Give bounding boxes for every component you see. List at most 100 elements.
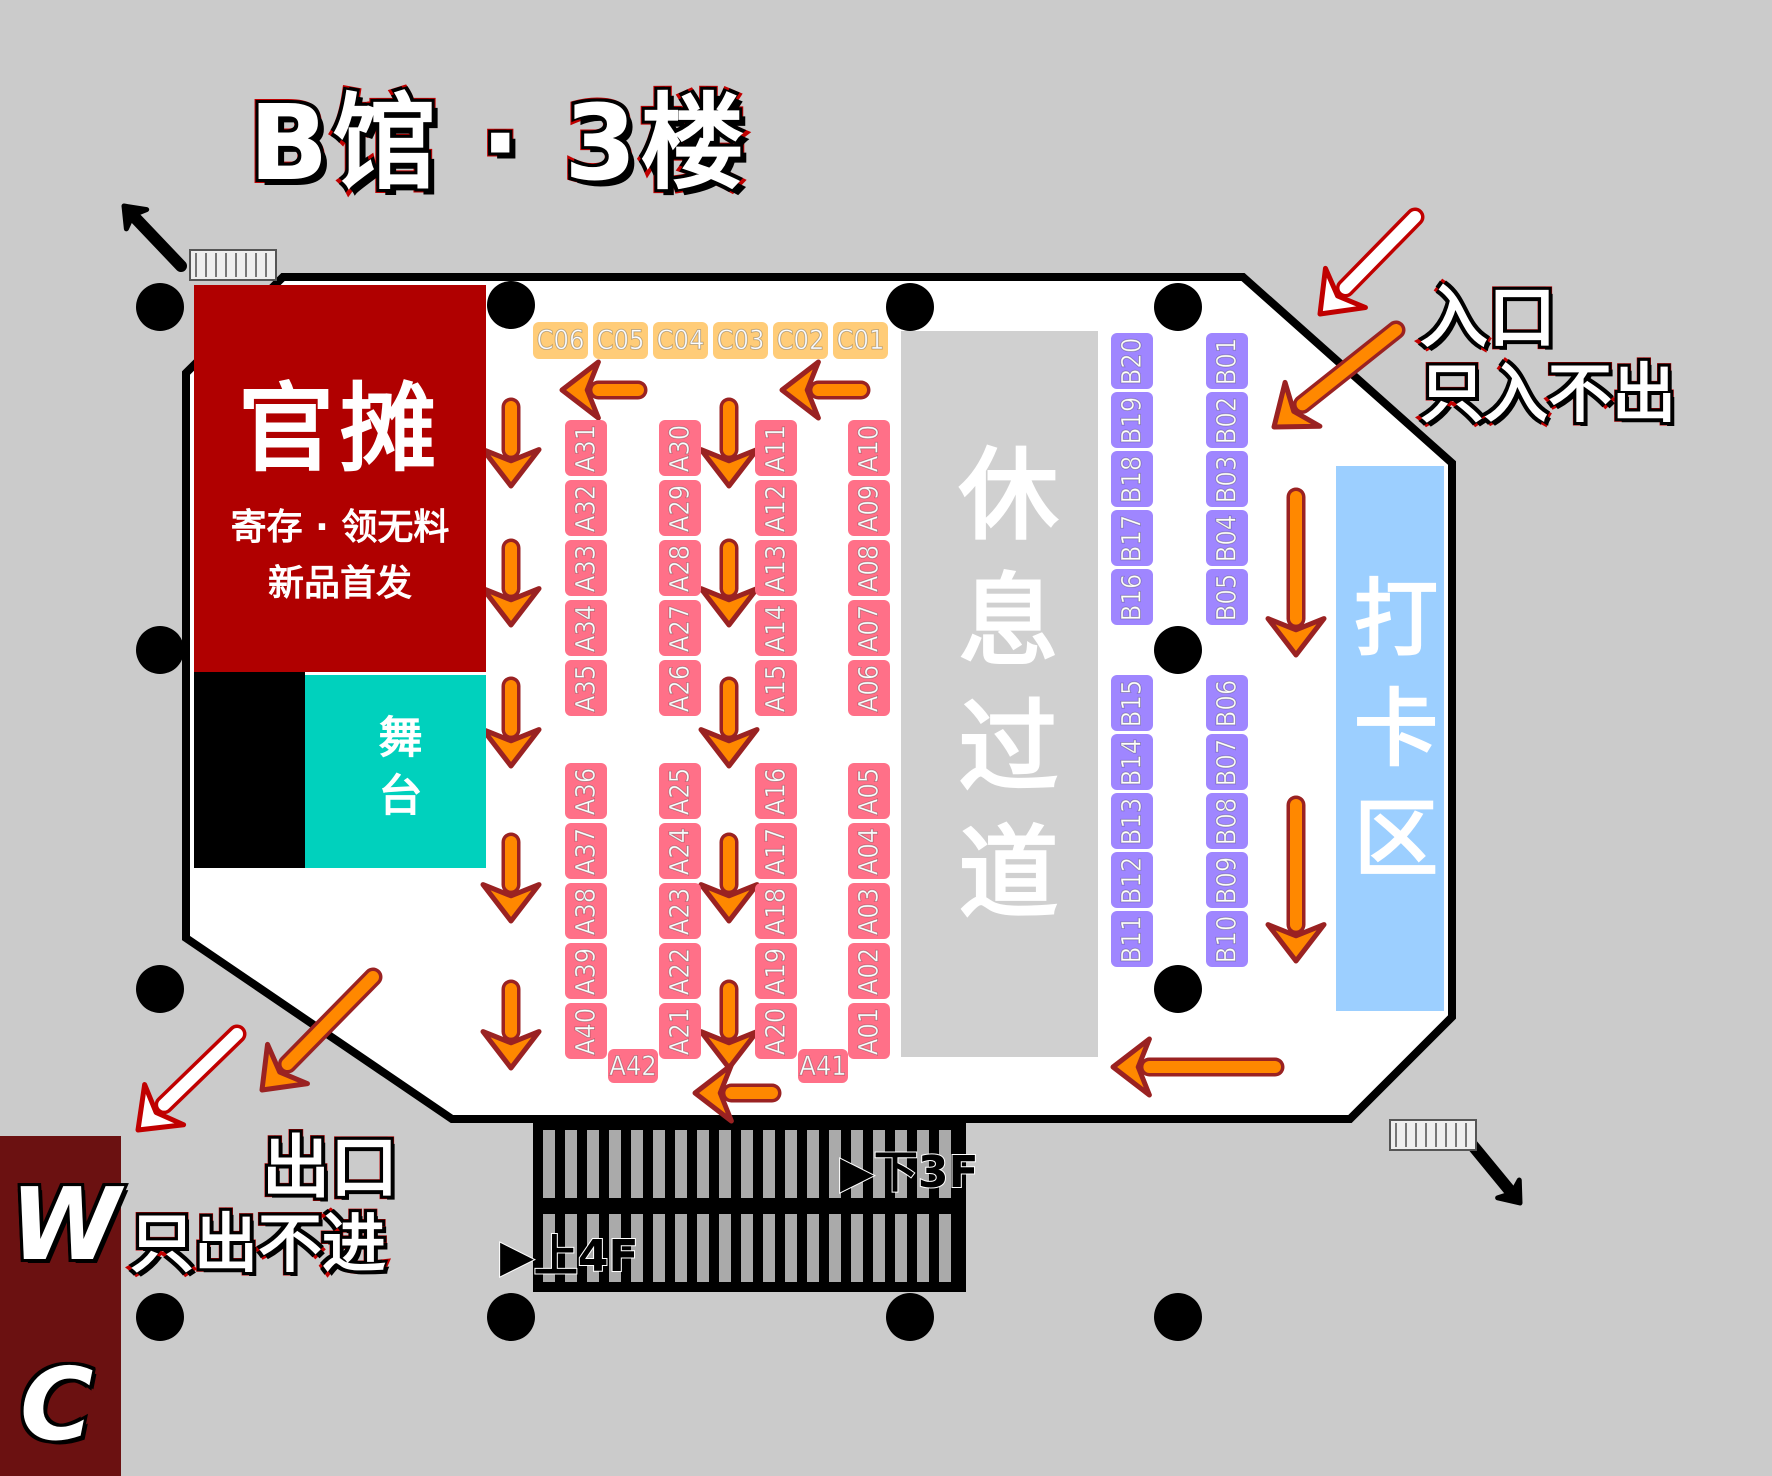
booth-label: A17: [760, 827, 792, 876]
photo-zone[interactable]: 打卡区: [1336, 466, 1444, 1011]
flow-arrow: [1265, 487, 1327, 658]
booth-c05[interactable]: C05: [593, 322, 648, 359]
booth-a28[interactable]: A28: [659, 540, 701, 596]
booth-a01[interactable]: A01: [848, 1003, 890, 1059]
booth-b15[interactable]: B15: [1111, 675, 1153, 731]
booth-b01[interactable]: B01: [1206, 333, 1248, 389]
booth-a08[interactable]: A08: [848, 540, 890, 596]
booth-a24[interactable]: A24: [659, 823, 701, 879]
booth-a26[interactable]: A26: [659, 660, 701, 716]
booth-b02[interactable]: B02: [1206, 392, 1248, 448]
booth-b17[interactable]: B17: [1111, 510, 1153, 566]
booth-a12[interactable]: A12: [755, 480, 797, 536]
flow-arrow: [692, 1062, 782, 1124]
booth-a23[interactable]: A23: [659, 883, 701, 939]
booth-c04[interactable]: C04: [653, 322, 708, 359]
booth-b09[interactable]: B09: [1206, 852, 1248, 908]
booth-b07[interactable]: B07: [1206, 734, 1248, 790]
booth-a07[interactable]: A07: [848, 600, 890, 656]
rest-aisle-zone[interactable]: 休息过道: [901, 331, 1098, 1057]
booth-a38[interactable]: A38: [565, 883, 607, 939]
flow-arrow: [480, 538, 542, 628]
booth-a31[interactable]: A31: [565, 420, 607, 476]
booth-a20[interactable]: A20: [755, 1003, 797, 1059]
booth-label: A01: [853, 1007, 885, 1056]
booth-a04[interactable]: A04: [848, 823, 890, 879]
booth-a06[interactable]: A06: [848, 660, 890, 716]
booth-a13[interactable]: A13: [755, 540, 797, 596]
booth-label: A16: [760, 767, 792, 816]
booth-a09[interactable]: A09: [848, 480, 890, 536]
booth-b20[interactable]: B20: [1111, 333, 1153, 389]
booth-a37[interactable]: A37: [565, 823, 607, 879]
booth-a18[interactable]: A18: [755, 883, 797, 939]
booth-label: A32: [570, 484, 602, 533]
escalator-step: [873, 1130, 885, 1198]
escalator[interactable]: [533, 1122, 966, 1292]
booth-a33[interactable]: A33: [565, 540, 607, 596]
booth-a11[interactable]: A11: [755, 420, 797, 476]
booth-a02[interactable]: A02: [848, 943, 890, 999]
booth-c03[interactable]: C03: [713, 322, 768, 359]
stage-zone[interactable]: 舞台: [305, 675, 486, 868]
booth-b14[interactable]: B14: [1111, 734, 1153, 790]
booth-b04[interactable]: B04: [1206, 510, 1248, 566]
booth-a25[interactable]: A25: [659, 763, 701, 819]
booth-a22[interactable]: A22: [659, 943, 701, 999]
booth-b13[interactable]: B13: [1111, 793, 1153, 849]
booth-a17[interactable]: A17: [755, 823, 797, 879]
booth-label: A03: [853, 887, 885, 936]
booth-a03[interactable]: A03: [848, 883, 890, 939]
booth-a30[interactable]: A30: [659, 420, 701, 476]
booth-a14[interactable]: A14: [755, 600, 797, 656]
booth-label: A38: [570, 887, 602, 936]
booth-b12[interactable]: B12: [1111, 852, 1153, 908]
escalator-step: [785, 1130, 797, 1198]
booth-label: B04: [1211, 514, 1243, 563]
booth-label: A20: [760, 1007, 792, 1056]
booth-b11[interactable]: B11: [1111, 911, 1153, 967]
booth-a27[interactable]: A27: [659, 600, 701, 656]
booth-a34[interactable]: A34: [565, 600, 607, 656]
escalator-step: [763, 1214, 775, 1282]
booth-a15[interactable]: A15: [755, 660, 797, 716]
escalator-step: [565, 1130, 577, 1198]
booth-a16[interactable]: A16: [755, 763, 797, 819]
booth-b03[interactable]: B03: [1206, 451, 1248, 507]
booth-a10[interactable]: A10: [848, 420, 890, 476]
booth-label: B15: [1116, 679, 1148, 728]
booth-a05[interactable]: A05: [848, 763, 890, 819]
booth-label: A33: [570, 544, 602, 593]
booth-b18[interactable]: B18: [1111, 451, 1153, 507]
booth-a29[interactable]: A29: [659, 480, 701, 536]
booth-label: A36: [570, 767, 602, 816]
rest-aisle-label: 休息过道: [941, 442, 1058, 946]
booth-b19[interactable]: B19: [1111, 392, 1153, 448]
flow-arrow: [698, 832, 760, 924]
booth-a42[interactable]: A42: [608, 1049, 658, 1083]
booth-a41[interactable]: A41: [798, 1049, 848, 1083]
booth-a19[interactable]: A19: [755, 943, 797, 999]
booth-c02[interactable]: C02: [773, 322, 828, 359]
booth-b10[interactable]: B10: [1206, 911, 1248, 967]
booth-label: C01: [836, 325, 885, 357]
booth-a35[interactable]: A35: [565, 660, 607, 716]
booth-label: B20: [1116, 337, 1148, 386]
booth-a36[interactable]: A36: [565, 763, 607, 819]
flow-arrow: [698, 538, 760, 628]
booth-b05[interactable]: B05: [1206, 569, 1248, 625]
booth-a32[interactable]: A32: [565, 480, 607, 536]
booth-a40[interactable]: A40: [565, 1003, 607, 1059]
booth-label: A12: [760, 484, 792, 533]
booth-a21[interactable]: A21: [659, 1003, 701, 1059]
booth-c01[interactable]: C01: [833, 322, 888, 359]
booth-b06[interactable]: B06: [1206, 675, 1248, 731]
booth-b08[interactable]: B08: [1206, 793, 1248, 849]
official-booth-line1: 寄存 · 领无料: [230, 507, 450, 548]
booth-a39[interactable]: A39: [565, 943, 607, 999]
wc-zone[interactable]: W C: [0, 1136, 123, 1476]
booth-b16[interactable]: B16: [1111, 569, 1153, 625]
official-booth-zone[interactable]: 官摊 寄存 · 领无料 新品首发: [194, 285, 486, 672]
entrance-label: 入口: [1416, 276, 1559, 362]
booth-c06[interactable]: C06: [533, 322, 588, 359]
